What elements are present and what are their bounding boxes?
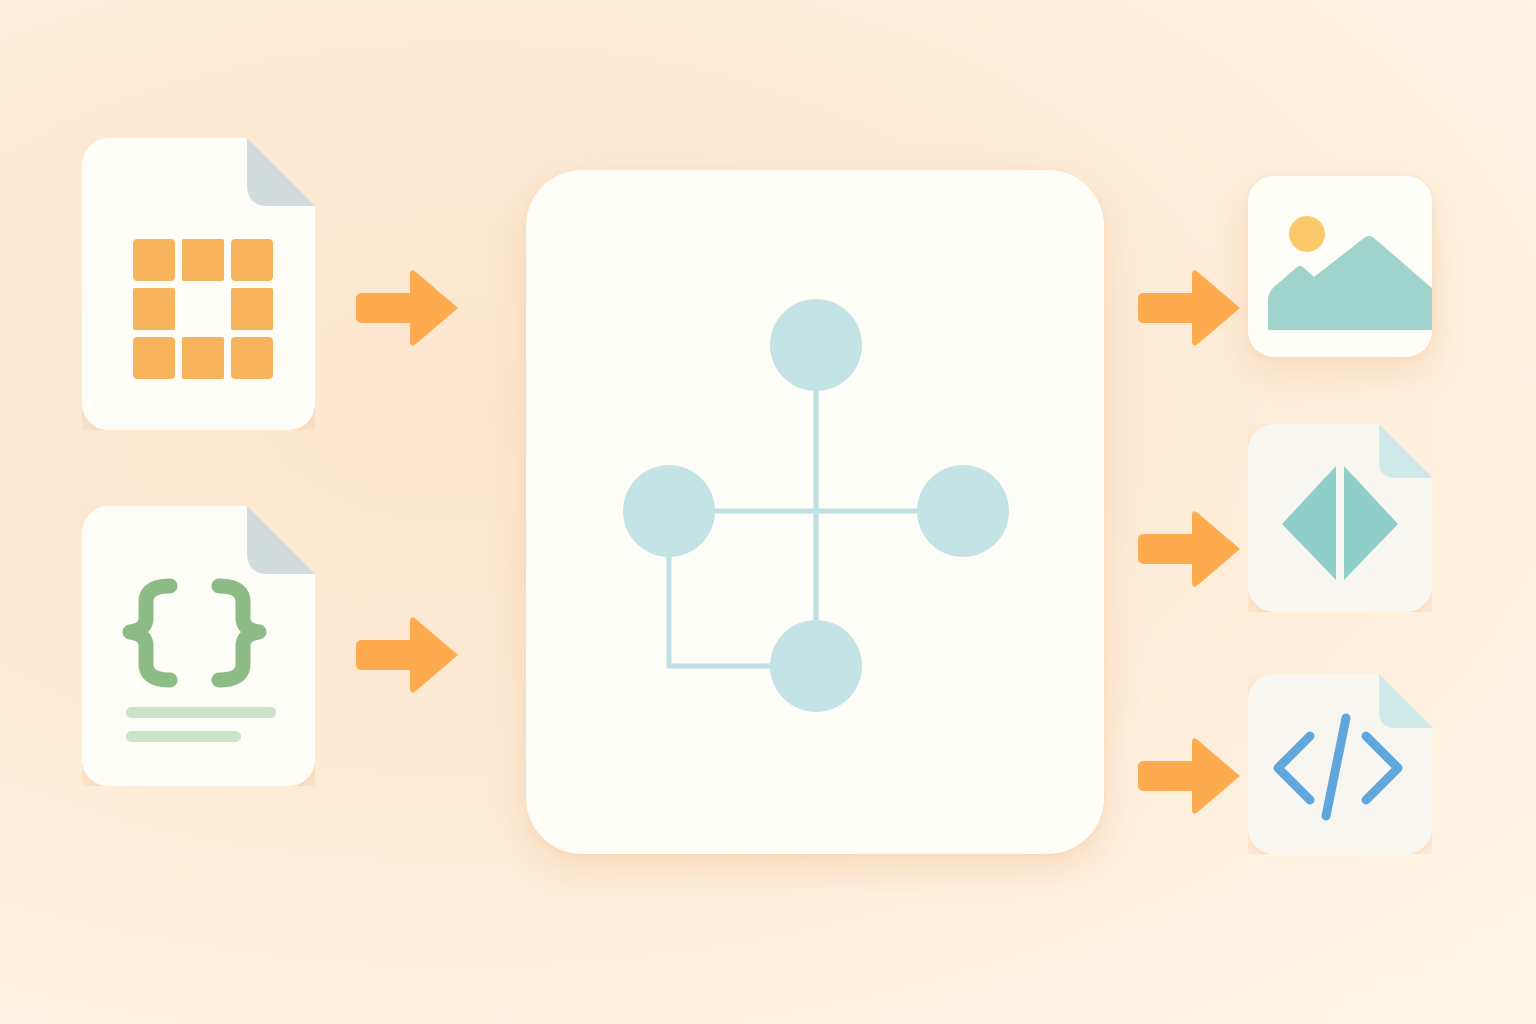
- connector-line: [666, 511, 816, 669]
- text-lines-icon: [126, 707, 276, 742]
- page-fold-icon: [247, 506, 315, 574]
- grid-table-icon: [133, 239, 273, 379]
- graph-node: [917, 465, 1009, 557]
- graph-node: [770, 299, 862, 391]
- arrow-right-icon: [1138, 511, 1240, 587]
- mountain-image-icon: [1268, 216, 1432, 330]
- page-fold-icon: [1379, 424, 1433, 478]
- image-output-card[interactable]: [1248, 176, 1432, 357]
- graph-node: [623, 465, 715, 557]
- diamond-vector-icon: [1282, 466, 1398, 580]
- json-document-card[interactable]: [82, 506, 315, 786]
- curly-braces-icon: [122, 578, 267, 688]
- vector-document-card[interactable]: [1248, 424, 1432, 612]
- node-graph-icon: [623, 299, 1009, 712]
- sun-icon: [1289, 216, 1325, 252]
- arrow-right-icon: [1138, 738, 1240, 814]
- processor-card[interactable]: [526, 170, 1104, 854]
- graph-node: [770, 620, 862, 712]
- arrow-right-icon: [356, 270, 458, 346]
- code-tag-icon: [1273, 713, 1403, 821]
- arrow-right-icon: [356, 617, 458, 693]
- page-fold-icon: [247, 138, 315, 206]
- arrow-right-icon: [1138, 270, 1240, 346]
- page-fold-icon: [1379, 674, 1433, 728]
